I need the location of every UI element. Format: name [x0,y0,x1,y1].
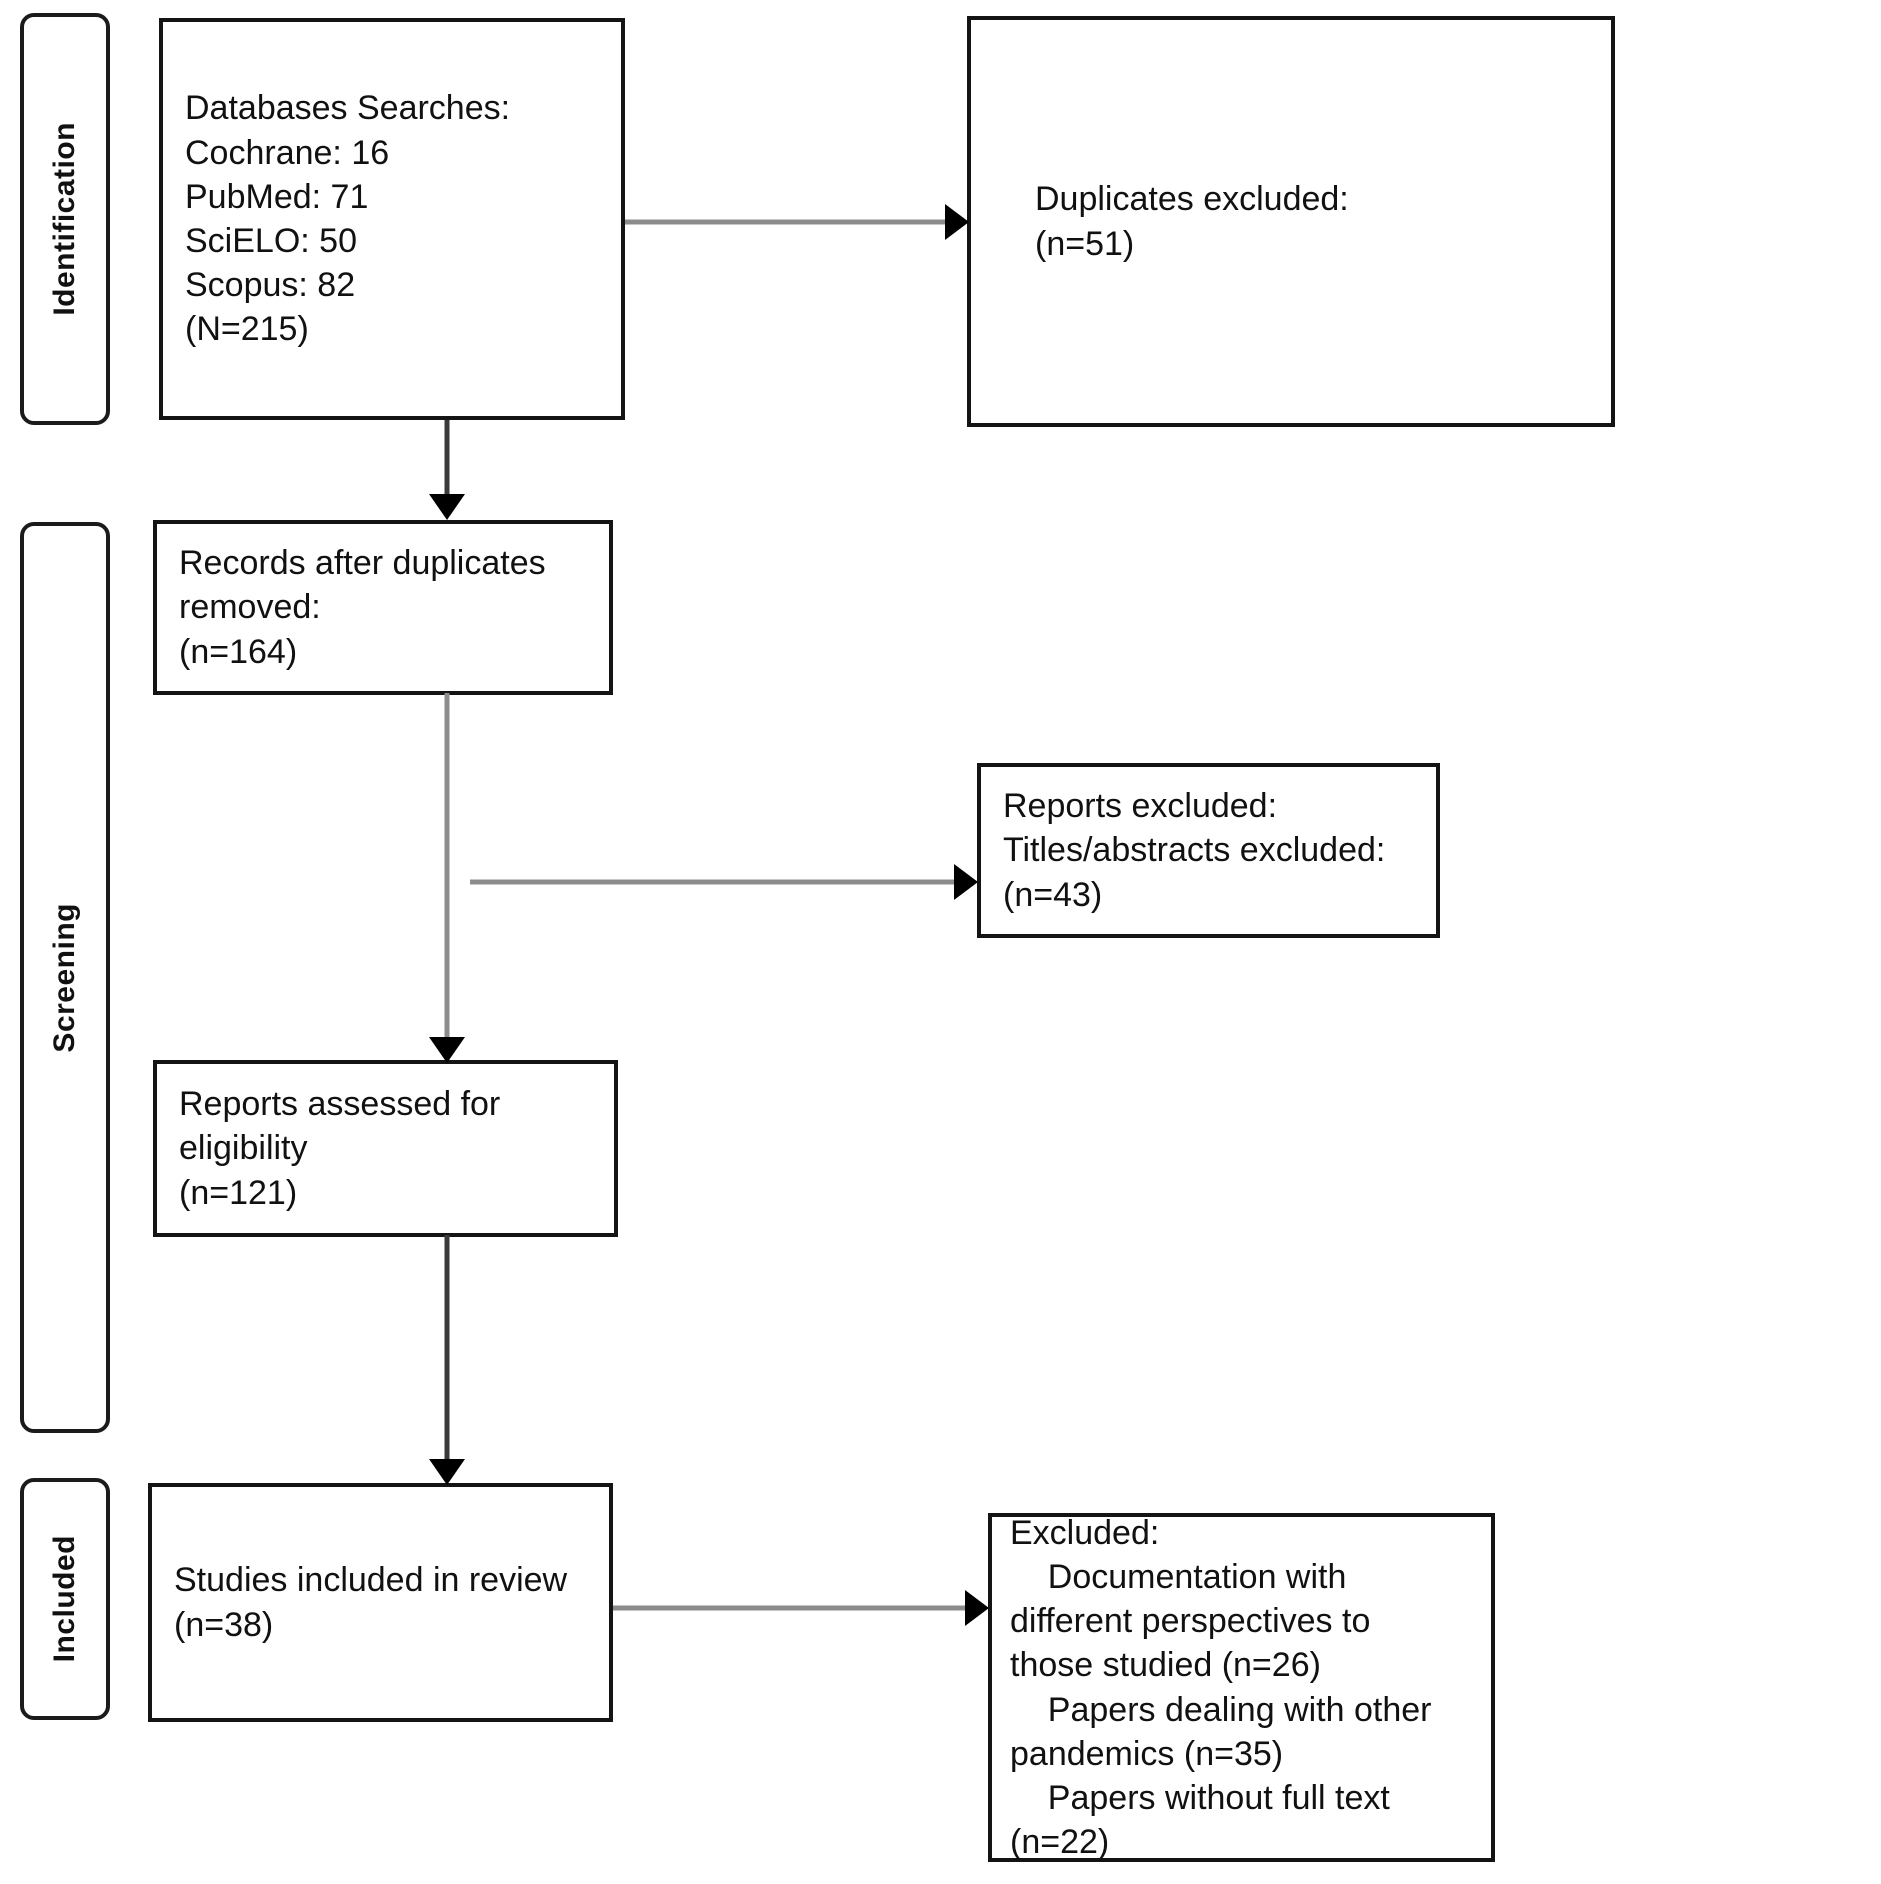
box-reports-assessed-eligibility: Reports assessed for eligibility (n=121) [153,1060,618,1237]
box-studies-included-text: Studies included in review (n=38) [174,1561,568,1644]
arrow-records-to-reports-excluded [424,693,980,908]
box-studies-included: Studies included in review (n=38) [148,1483,613,1722]
arrow-databases-to-records [424,420,470,522]
stage-band-included: Included [20,1478,110,1720]
box-reports-assessed-eligibility-text: Reports assessed for eligibility (n=121) [179,1085,501,1212]
box-databases-searches-text: Databases Searches: Cochrane: 16 PubMed:… [185,89,511,349]
box-records-after-duplicates: Records after duplicates removed: (n=164… [153,520,613,695]
stage-band-included-label: Included [48,1535,81,1663]
box-excluded-reasons-text: Excluded: Documentation with different p… [1010,1513,1432,1862]
stage-band-identification: Identification [20,13,110,425]
box-duplicates-excluded: Duplicates excluded: (n=51) [967,16,1615,427]
arrow-databases-to-duplicates [625,200,970,245]
box-databases-searches: Databases Searches: Cochrane: 16 PubMed:… [159,18,625,420]
arrow-records-to-eligibility [424,693,470,1065]
box-reports-excluded: Reports excluded: Titles/abstracts exclu… [977,763,1440,938]
stage-band-screening: Screening [20,522,110,1433]
box-excluded-reasons: Excluded: Documentation with different p… [988,1513,1495,1862]
stage-band-screening-label: Screening [48,902,81,1053]
box-duplicates-excluded-text: Duplicates excluded: (n=51) [1035,180,1349,263]
arrow-eligibility-to-studies-included [424,1235,470,1487]
arrow-studies-to-excluded-reasons [613,1586,991,1631]
box-reports-excluded-text: Reports excluded: Titles/abstracts exclu… [1003,787,1386,914]
box-records-after-duplicates-text: Records after duplicates removed: (n=164… [179,544,546,671]
stage-band-identification-label: Identification [48,122,81,316]
